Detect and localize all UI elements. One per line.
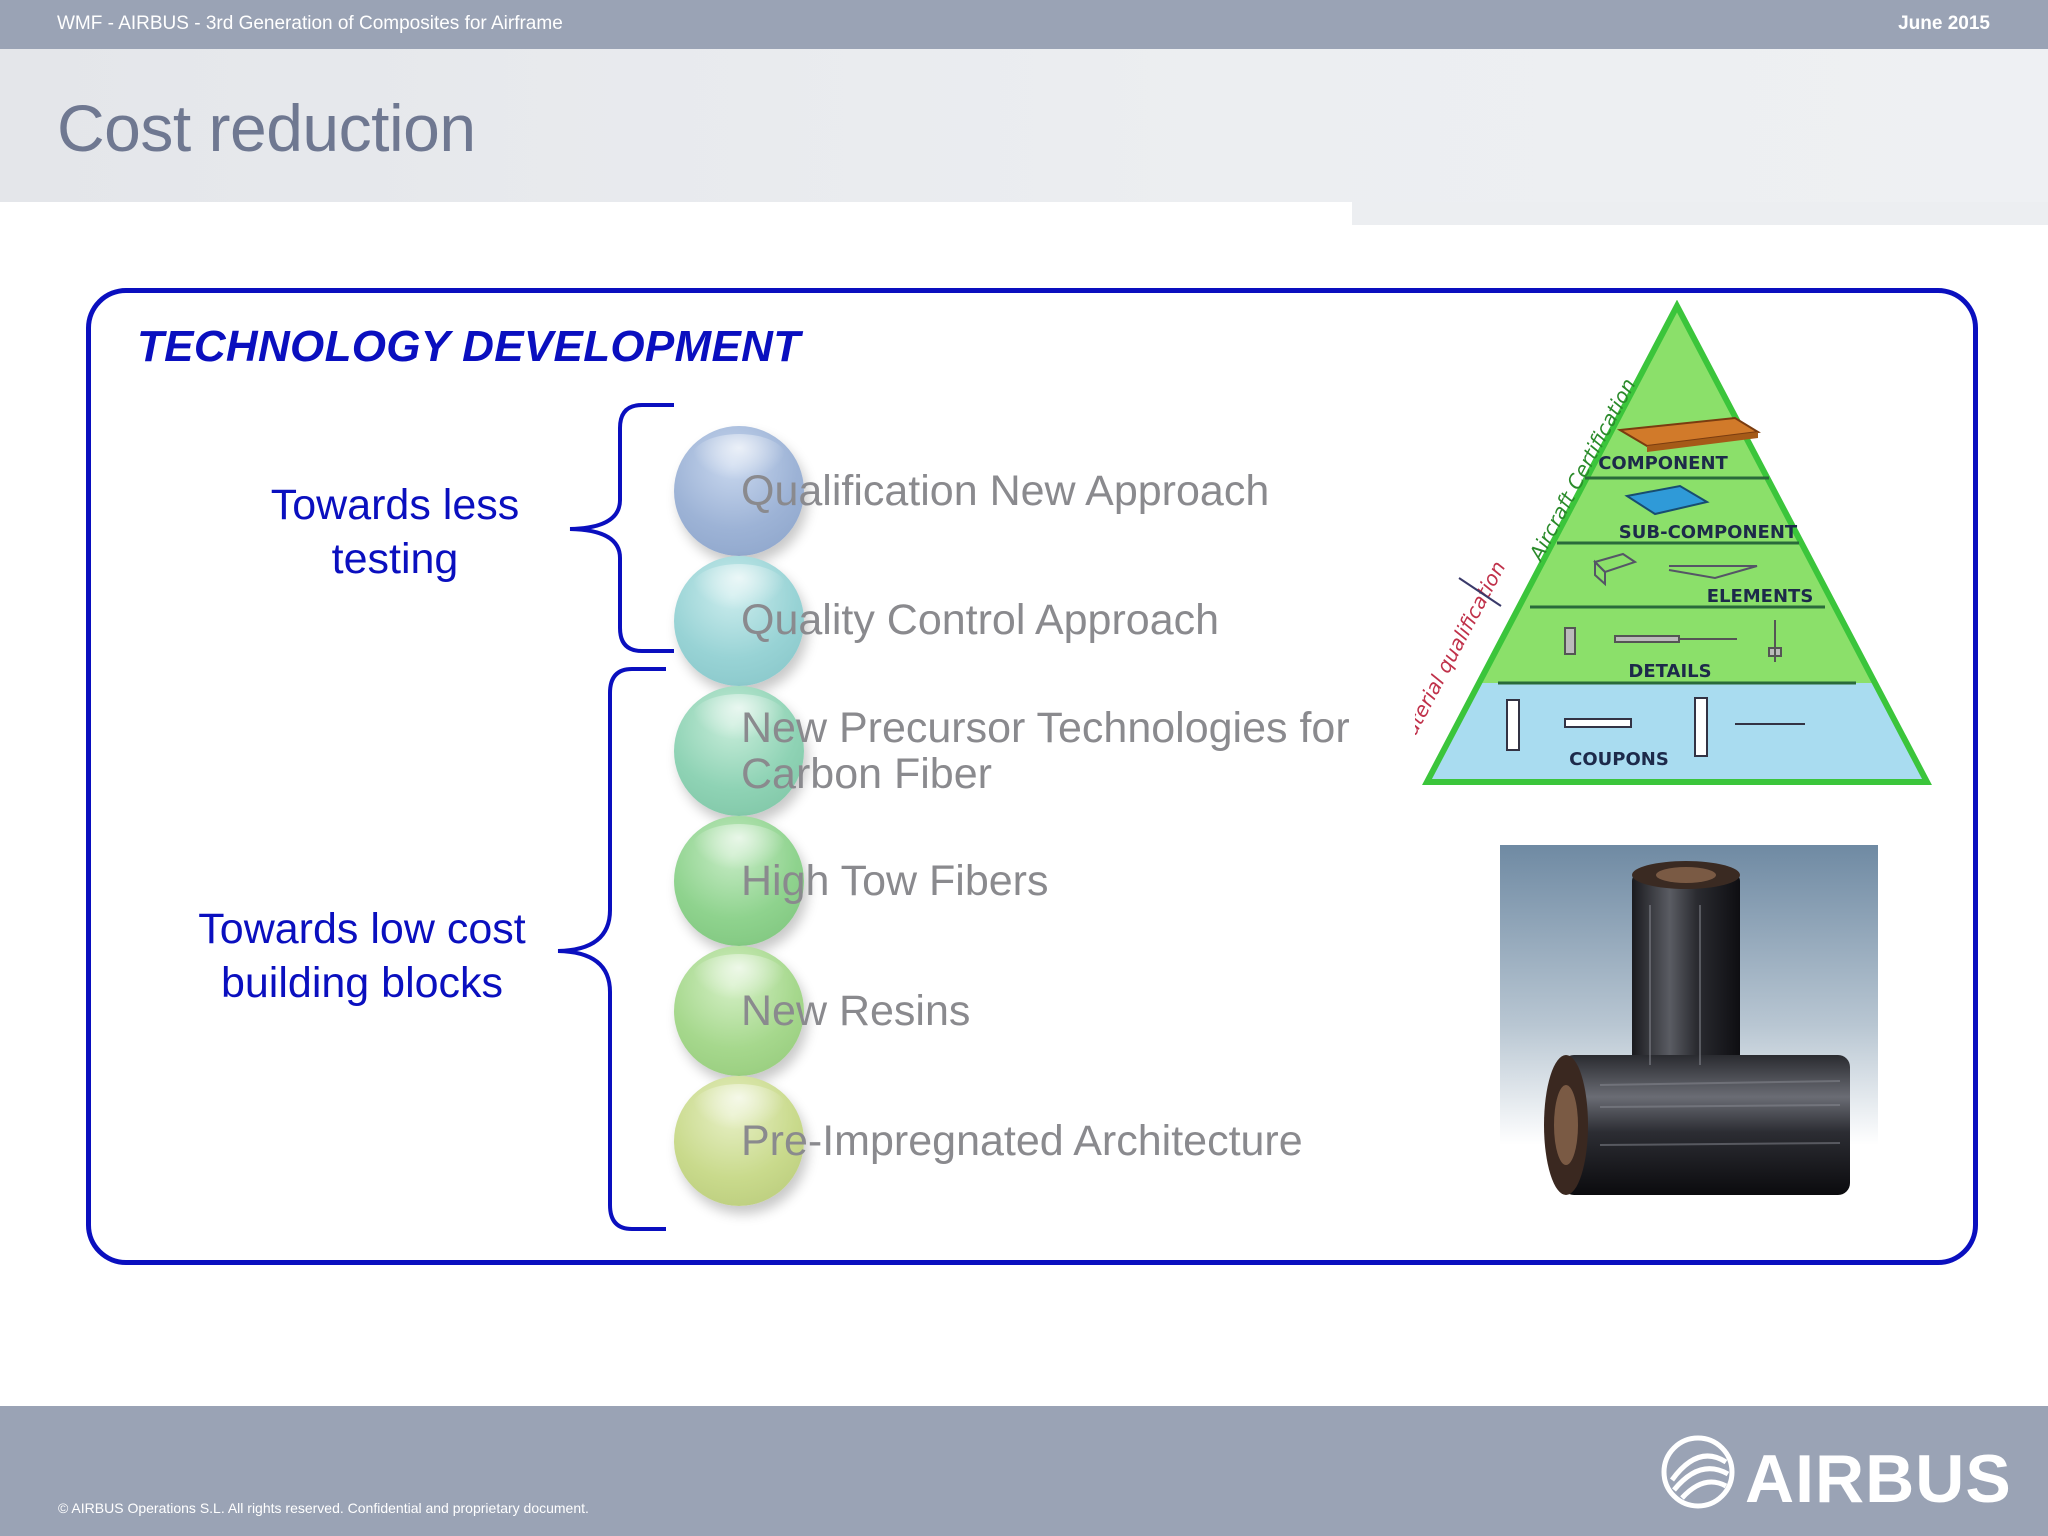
item-quality-control-approach: Quality Control Approach — [741, 596, 1220, 644]
details-part-icons — [1564, 620, 1782, 662]
section-heading: TECHNOLOGY DEVELOPMENT — [137, 322, 801, 371]
carbon-fiber-spools-image — [1500, 845, 1878, 1217]
bubble-quality-control — [674, 556, 804, 686]
footer-bar: © AIRBUS Operations S.L. All rights rese… — [0, 1406, 2048, 1536]
title-band-extension — [1352, 202, 2048, 225]
brace-low-cost — [557, 667, 666, 1231]
brace-less-testing — [569, 403, 674, 653]
group-label-low-cost: Towards low cost building blocks — [198, 905, 526, 1007]
pyramid-level-details: DETAILS — [1628, 661, 1711, 682]
item-high-tow-fibers: High Tow Fibers — [741, 857, 1049, 905]
testing-pyramid: COMPONENT SUB-COMPONENT ELEMENTS DETAILS… — [1415, 300, 1932, 785]
bubble-pre-impregnated — [674, 1076, 804, 1206]
sub-component-part-icon — [1624, 484, 1710, 516]
pyramid-level-coupons: COUPONS — [1569, 749, 1669, 770]
item-new-precursor-technologies: New Precursor Technologies for Carbon Fi… — [741, 704, 1350, 798]
header-bar: WMF - AIRBUS - 3rd Generation of Composi… — [0, 0, 2048, 49]
presentation-date: June 2015 — [1898, 13, 1990, 34]
coupons-part-icons — [1506, 697, 1805, 757]
item-new-resins: New Resins — [741, 987, 971, 1035]
pyramid-level-sub-component: SUB-COMPONENT — [1619, 522, 1798, 543]
item-qualification-new-approach: Qualification New Approach — [741, 467, 1270, 515]
title-band — [0, 49, 2048, 202]
airbus-logo-text: AIRBUS — [1745, 1441, 2012, 1517]
copyright-notice: © AIRBUS Operations S.L. All rights rese… — [58, 1500, 589, 1516]
elements-part-icons — [1593, 552, 1758, 587]
bubble-high-tow — [674, 816, 804, 946]
bubble-qualification — [674, 426, 804, 556]
presentation-title: WMF - AIRBUS - 3rd Generation of Composi… — [57, 13, 563, 34]
group-label-less-testing: Towards less testing — [270, 481, 520, 583]
bubble-new-resins — [674, 946, 804, 1076]
pyramid-level-component: COMPONENT — [1598, 453, 1728, 474]
pyramid-level-elements: ELEMENTS — [1707, 586, 1814, 607]
page-title: Cost reduction — [57, 91, 476, 165]
bubble-precursor — [674, 686, 804, 816]
airbus-logo-icon — [1661, 1435, 1735, 1509]
item-pre-impregnated-architecture: Pre-Impregnated Architecture — [741, 1117, 1303, 1165]
component-part-icon — [1616, 416, 1761, 452]
